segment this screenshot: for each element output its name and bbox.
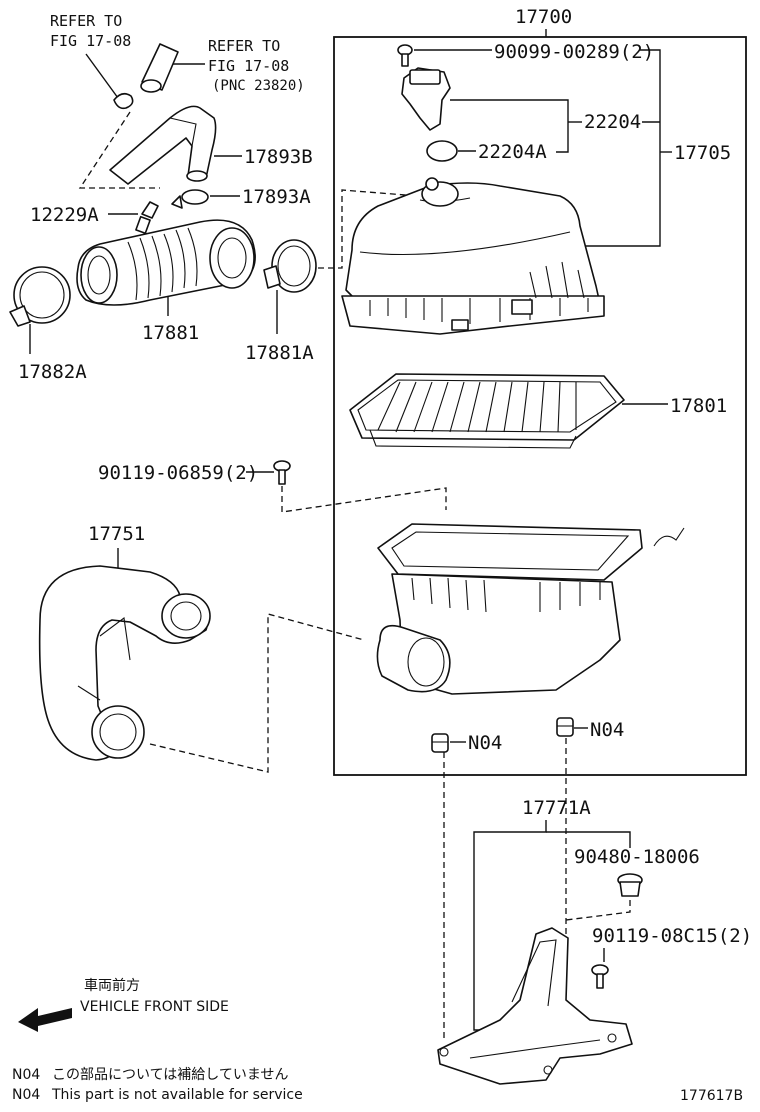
grommet-90480 (617, 873, 643, 897)
grommet-N04-left (431, 733, 449, 753)
label-17893A: 17893A (242, 186, 311, 208)
breather-pipe-end (140, 43, 179, 93)
hose-clamp-17881A (263, 239, 317, 293)
note-en-code: N04 (12, 1087, 40, 1103)
label-17881A: 17881A (245, 342, 314, 364)
label-17771A: 17771A (522, 797, 591, 819)
air-flow-meter-22204 (401, 67, 451, 131)
refer-to-fig: FIG 17-08 (50, 32, 131, 50)
label-90480: 90480-18006 (574, 846, 700, 868)
bolt-90119-06859 (273, 460, 291, 485)
note-jp-code: N04 (12, 1067, 40, 1083)
label-22204A: 22204A (478, 141, 547, 163)
label-N04-right: N04 (590, 719, 624, 741)
note-jp-text: この部品については補給していません (52, 1067, 288, 1083)
front-arrow-icon (18, 1008, 72, 1032)
o-ring-22204A (426, 140, 458, 162)
air-filter-element-17801 (349, 373, 625, 449)
clip-part (113, 92, 134, 110)
label-90119-08C15: 90119-08C15(2) (592, 925, 752, 947)
label-17751: 17751 (88, 523, 145, 545)
label-17705: 17705 (674, 142, 731, 164)
label-90099: 90099-00289(2) (494, 41, 654, 63)
figure-id: 177617B (680, 1088, 743, 1104)
bracket-17771A (437, 927, 633, 1085)
air-duct-17751 (38, 565, 211, 761)
label-17881: 17881 (142, 322, 199, 344)
label-17882A: 17882A (18, 361, 87, 383)
label-N04-left: N04 (468, 732, 502, 754)
label-12229A: 12229A (30, 204, 99, 226)
refer-to-label-1: REFER TO FIG 17-08 (50, 12, 131, 50)
bolt-90119-08C15 (591, 964, 609, 989)
hose-clamp-17882A (9, 266, 71, 327)
refer-to-text: REFER TO (50, 12, 122, 30)
grommet-N04-right (556, 717, 574, 737)
intake-hose-17881 (76, 219, 256, 306)
direction-english: VEHICLE FRONT SIDE (80, 999, 229, 1015)
label-22204: 22204 (584, 111, 641, 133)
hose-clamp-17893A (171, 189, 209, 209)
label-17700: 17700 (515, 6, 572, 28)
refer-to-text: REFER TO (208, 37, 280, 55)
refer-to-fig: FIG 17-08 (208, 57, 289, 75)
label-90119-06859: 90119-06859(2) (98, 462, 258, 484)
label-17893B: 17893B (244, 146, 313, 168)
pipe-fitting-12229A (135, 201, 159, 235)
breather-hose-17893B (109, 105, 217, 185)
direction-japanese: 車両前方 (84, 977, 140, 994)
note-en-text: This part is not available for service (51, 1087, 303, 1103)
air-cleaner-case (376, 523, 685, 695)
refer-to-label-2: REFER TO FIG 17-08 (PNC 23820) (208, 37, 305, 94)
screw-90099 (397, 44, 413, 67)
refer-to-pnc: (PNC 23820) (212, 78, 305, 94)
assembly-box-17700 (333, 36, 747, 776)
air-cleaner-cap-17705 (341, 177, 605, 335)
label-17801: 17801 (670, 395, 727, 417)
